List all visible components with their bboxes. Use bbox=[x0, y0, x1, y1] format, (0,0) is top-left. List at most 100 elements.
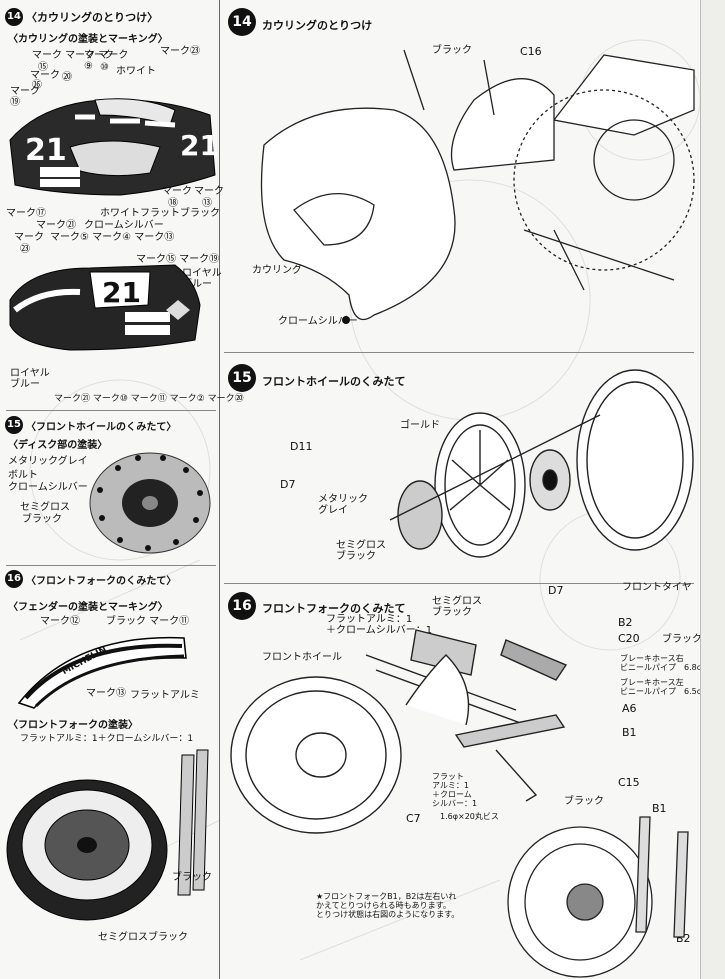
right-divider-1 bbox=[224, 352, 694, 353]
svg-text:21: 21 bbox=[102, 276, 141, 309]
part-c20: C20 bbox=[618, 632, 640, 645]
step-16-badge-left: 16 bbox=[5, 570, 23, 588]
part-c7: C7 bbox=[406, 812, 421, 825]
right-divider-2 bbox=[224, 583, 694, 584]
part-cowling: カウリング bbox=[252, 265, 302, 276]
left-divider-1 bbox=[6, 410, 216, 411]
part-metallic: メタリック グレイ bbox=[318, 494, 368, 516]
part-c16: C16 bbox=[520, 45, 542, 58]
disc-label-chrome: クロームシルバー bbox=[8, 482, 88, 493]
part-a6: A6 bbox=[622, 702, 637, 715]
label-m13b: ⑬ bbox=[202, 198, 212, 209]
svg-text:21: 21 bbox=[180, 129, 219, 162]
fork-semigloss-label: セミグロスブラック bbox=[98, 932, 188, 943]
part-hose-left: ブレーキホース左 ビニールパイプ 6.5cm bbox=[620, 678, 709, 696]
fender-illustration bbox=[17, 636, 187, 709]
label-m23: マーク㉓ bbox=[160, 46, 200, 57]
step-14-badge-left: 14 bbox=[5, 8, 23, 26]
label-m20: ⑳ bbox=[62, 72, 72, 83]
front-fork-exploded bbox=[230, 629, 568, 834]
part-screw: 1.6φ×20丸ビス bbox=[440, 812, 499, 821]
part-semigloss-16: セミグロス ブラック bbox=[432, 596, 482, 618]
svg-text:21: 21 bbox=[25, 133, 67, 168]
step-15-subtitle-left: 〈ディスク部の塗装〉 bbox=[8, 440, 108, 451]
part-b1: B1 bbox=[622, 726, 637, 739]
part-black-c20: ブラック bbox=[662, 634, 702, 645]
part-flatmix2: フラット アルミ：1 ＋クローム シルバー：1 bbox=[432, 772, 478, 808]
fork-black-label: ブラック bbox=[172, 872, 212, 883]
fork-note: ★フロントフォークB1，B2は左右いれ かえてとりつけられる時もあります。 とり… bbox=[316, 892, 460, 919]
part-gold: ゴールド bbox=[400, 420, 440, 431]
label-m10: ⑩ bbox=[100, 62, 109, 73]
cowling-side-illustration: 21 bbox=[9, 264, 201, 351]
label-m19: マーク ⑲ bbox=[10, 86, 40, 108]
label-m15: ⑮ bbox=[38, 62, 48, 73]
part-flatmix: フラットアルミ：1 ＋クロームシルバー：1 bbox=[326, 614, 433, 636]
label-white2: ホワイト bbox=[100, 208, 140, 219]
fender-m13: マーク⑬ bbox=[86, 688, 126, 699]
front-wheel-exploded bbox=[389, 369, 694, 558]
label-m21: マーク㉑ bbox=[36, 220, 76, 231]
disc-label-black: ブラック bbox=[22, 514, 62, 525]
part-frontwheel: フロントホイール bbox=[262, 652, 342, 663]
fork-wheel-illustration bbox=[6, 749, 209, 921]
step-16-subtitle-left: 〈フェンダーの塗装とマーキング〉 bbox=[8, 602, 168, 613]
fork-detail-illustration bbox=[507, 816, 689, 978]
step-16-title: フロントフォークのくみたて bbox=[262, 602, 406, 615]
label2-mark: マーク bbox=[14, 232, 44, 243]
label2-marks: マーク⑤ マーク④ マーク⑬ bbox=[50, 232, 175, 243]
part-c15: C15 bbox=[618, 776, 640, 789]
part-b2: B2 bbox=[618, 616, 633, 629]
disc-illustration bbox=[89, 452, 211, 554]
fender-m12: マーク⑫ bbox=[40, 616, 80, 627]
disc-label-bolt: ボルト bbox=[8, 470, 38, 481]
disc-label-semigloss: セミグロス bbox=[20, 502, 70, 513]
label2-royal1: ロイヤル ブルー bbox=[182, 268, 222, 290]
label-chrome: クロームシルバー bbox=[84, 220, 164, 231]
column-divider bbox=[219, 0, 220, 979]
label-m16: ⑯ bbox=[32, 80, 42, 91]
label-m18b: ⑱ bbox=[168, 198, 178, 209]
step-16-badge: 16 bbox=[228, 592, 256, 620]
disc-label-metallic: メタリックグレイ bbox=[8, 456, 88, 467]
step-14-badge: 14 bbox=[228, 8, 256, 36]
label-m13a: マーク bbox=[194, 186, 224, 197]
step-15-title: フロントホイールのくみたて bbox=[262, 375, 406, 388]
fork-paint-subtitle: 〈フロントフォークの塗装〉 bbox=[8, 720, 138, 731]
part-front-tire: フロントタイヤ bbox=[622, 582, 692, 593]
part-chrome-14: クロームシルバー bbox=[278, 316, 358, 327]
label-m17: マーク⑰ bbox=[6, 208, 46, 219]
label2-m23: ㉓ bbox=[20, 244, 30, 255]
part-hose-right: ブレーキホース右 ビニールパイプ 6.8cm bbox=[620, 654, 709, 672]
part-black-14: ブラック bbox=[432, 45, 472, 56]
step-16-title-left: 〈フロントフォークのくみたて〉 bbox=[26, 576, 177, 587]
step-15-badge: 15 bbox=[228, 364, 256, 392]
step-15-badge-left: 15 bbox=[5, 416, 23, 434]
cowling-front-illustration: 21 21 bbox=[9, 98, 219, 196]
step-14-title-left: 〈カウリングのとりつけ〉 bbox=[26, 11, 159, 24]
part-black2: ブラック bbox=[564, 796, 604, 807]
left-divider-2 bbox=[6, 565, 216, 566]
step-14-title: カウリングのとりつけ bbox=[262, 19, 373, 32]
label-m18a: マーク bbox=[162, 186, 192, 197]
paint-dot-icon bbox=[342, 316, 350, 324]
part-semigloss-15: セミグロス ブラック bbox=[336, 540, 386, 562]
label-flatblack: フラットブラック bbox=[140, 208, 220, 219]
right-edge-strip bbox=[700, 0, 725, 979]
part-b1-detail: B1 bbox=[652, 802, 667, 815]
part-d7a: D7 bbox=[280, 478, 296, 491]
fork-mix-label: フラットアルミ：1＋クロームシルバー：1 bbox=[20, 734, 194, 744]
label-m9: マーク ⑨ bbox=[84, 50, 114, 72]
step-14-subtitle-left: 〈カウリングの塗装とマーキング〉 bbox=[8, 34, 168, 45]
label-mark: マーク bbox=[30, 70, 60, 81]
label-white: ホワイト bbox=[116, 66, 156, 77]
label2-royal2: ロイヤル ブルー bbox=[10, 368, 50, 390]
label2-bottom: マーク㉑ マーク⑩ マーク⑪ マーク② マーク⑳ bbox=[54, 394, 244, 404]
fender-black-m11: ブラック マーク⑪ bbox=[106, 616, 190, 627]
motorcycle-illustration bbox=[260, 49, 695, 321]
step-15-title-left: 〈フロントホイールのくみたて〉 bbox=[26, 422, 177, 433]
label-marks-top: マーク マーク マーク bbox=[32, 50, 129, 61]
part-d7b: D7 bbox=[548, 584, 564, 597]
fender-flatalu: フラットアルミ bbox=[130, 690, 200, 701]
